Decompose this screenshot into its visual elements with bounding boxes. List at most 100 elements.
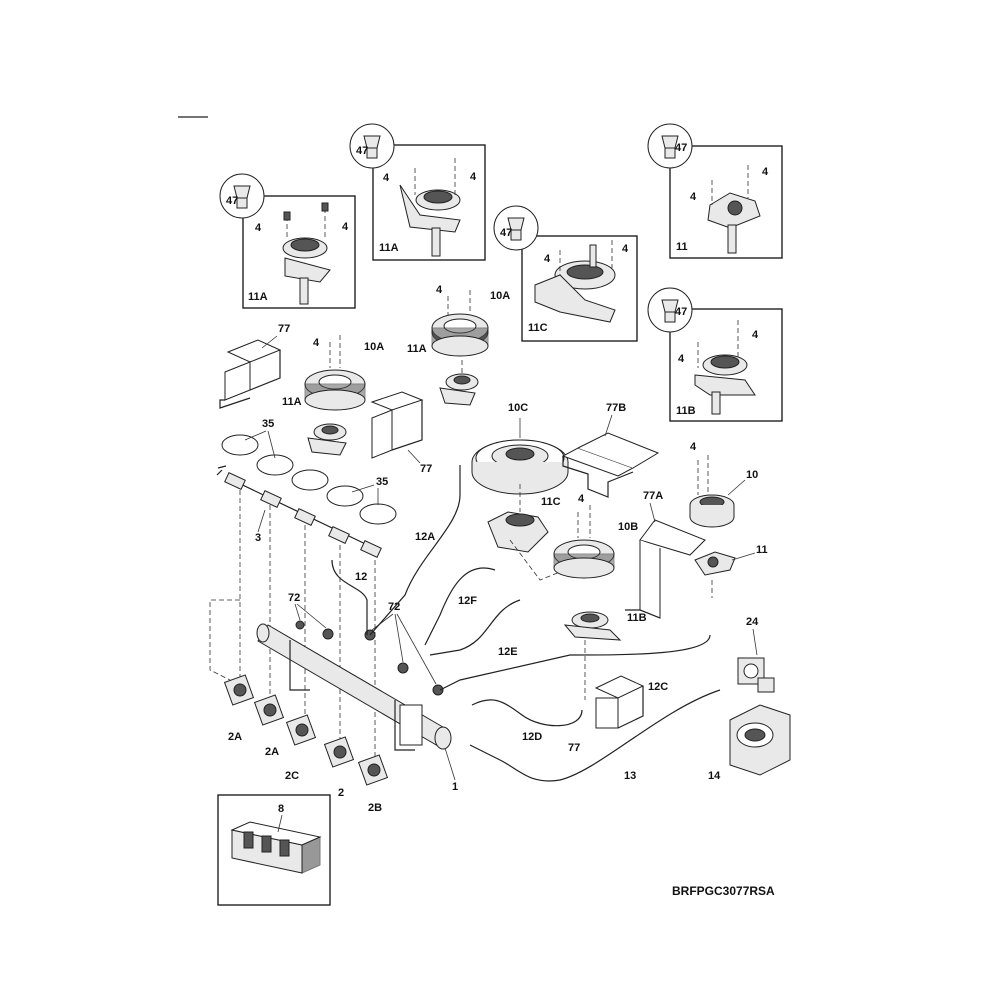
label-12d: 12D: [522, 731, 542, 743]
valve-guide-lines: [209, 490, 376, 760]
label-14: 14: [708, 770, 721, 782]
label-35: 35: [262, 418, 274, 430]
label-11a: 11A: [282, 396, 302, 408]
burner-10c: 10C: [471, 402, 569, 495]
inset-11a-left: 4 4 11A 47: [219, 173, 356, 309]
inset-11: 4 4 11 47: [647, 123, 783, 259]
valve-2b-icon: [357, 754, 389, 786]
burner-10a-lower: 4 10A: [304, 335, 384, 411]
label-47: 47: [500, 227, 512, 239]
label-77: 77: [420, 463, 432, 475]
label-4: 4: [690, 441, 697, 453]
bracket-77a: 77A: [625, 490, 706, 619]
burner-10a-upper: 4 10A: [431, 284, 510, 357]
bracket-77-middle: 77: [370, 391, 432, 475]
label-11c: 11C: [528, 322, 548, 334]
label-10a: 10A: [364, 341, 384, 353]
label-10b: 10B: [618, 521, 638, 533]
label-13: 13: [624, 770, 636, 782]
bracket-77b: 77B: [561, 402, 660, 498]
burner-base-11a-lower: 11A: [282, 396, 347, 456]
label-4: 4: [622, 243, 629, 255]
label-4: 4: [436, 284, 443, 296]
label-3: 3: [255, 532, 261, 544]
label-2: 2: [338, 787, 344, 799]
inset-11c: 4 4 11C 47: [493, 205, 638, 342]
valve-2-icon: [323, 736, 355, 768]
label-11: 11: [756, 544, 768, 556]
spark-module-8-icon: [230, 821, 322, 874]
burner-base-11b: 11B: [563, 611, 647, 700]
label-12f: 12F: [458, 595, 477, 607]
burner-base-11a-icon: [282, 237, 331, 305]
valve-2a-icon: [253, 694, 285, 726]
bracket-77-bottom: 77: [568, 675, 645, 754]
label-4: 4: [578, 493, 585, 505]
label-4: 4: [383, 172, 390, 184]
label-12e: 12E: [498, 646, 518, 658]
label-77b: 77B: [606, 402, 626, 414]
label-10: 10: [746, 469, 758, 481]
label-4: 4: [690, 191, 697, 203]
label-10a: 10A: [490, 290, 510, 302]
label-2a: 2A: [228, 731, 242, 743]
inset-11a-top: 4 4 11A 47: [349, 123, 486, 261]
label-47: 47: [356, 145, 368, 157]
label-8: 8: [278, 803, 284, 815]
label-47: 47: [226, 195, 238, 207]
label-4: 4: [342, 221, 349, 233]
bracket-77-left: 77: [219, 323, 290, 409]
burner-10: 4 10: [689, 441, 758, 528]
label-2b: 2B: [368, 802, 382, 814]
label-11a: 11A: [379, 242, 399, 254]
label-4: 4: [544, 253, 551, 265]
label-4: 4: [678, 353, 685, 365]
gas-manifold-1: 1: [256, 623, 458, 793]
burner-base-11a-icon: [399, 184, 461, 257]
label-24: 24: [746, 616, 759, 628]
valve-2c-icon: [285, 714, 317, 746]
label-77: 77: [568, 742, 580, 754]
label-77a: 77A: [643, 490, 663, 502]
label-4: 4: [255, 222, 262, 234]
label-72: 72: [288, 592, 300, 604]
label-47: 47: [675, 142, 687, 154]
label-11b: 11B: [676, 405, 696, 417]
label-4: 4: [470, 171, 477, 183]
label-47: 47: [675, 306, 687, 318]
inset-8: 8: [217, 794, 331, 906]
label-11: 11: [676, 241, 688, 253]
label-12: 12: [355, 571, 367, 583]
label-12a: 12A: [415, 531, 435, 543]
elbow-fitting-24: 24: [737, 616, 775, 693]
label-12c: 12C: [648, 681, 668, 693]
label-4: 4: [313, 337, 320, 349]
burner-10b: 4 10B: [553, 493, 638, 579]
label-11a: 11A: [248, 291, 268, 303]
label-11b: 11B: [627, 612, 647, 624]
burner-base-11c: 11C: [487, 484, 566, 581]
clips-72: 72 72: [288, 592, 444, 696]
label-4: 4: [762, 166, 769, 178]
label-11a: 11A: [407, 343, 427, 355]
inset-11b: 4 4 11B 47: [647, 287, 783, 422]
valve-2a-icon: [223, 674, 255, 706]
label-1: 1: [452, 781, 458, 793]
burner-base-11: 11: [694, 544, 768, 598]
label-2a: 2A: [265, 746, 279, 758]
gas-tubes: 12 12A 12F 12E 12C 12D 13: [331, 465, 721, 782]
pressure-regulator-14: 14: [708, 704, 791, 782]
label-4: 4: [752, 329, 759, 341]
label-10c: 10C: [508, 402, 528, 414]
valves: 2A 2A 2C 2 2B: [223, 674, 389, 814]
burner-base-11c-icon: [534, 244, 616, 323]
label-77: 77: [278, 323, 290, 335]
igniter-harness-3: 3: [216, 465, 382, 558]
knob-discs-35: 35 35: [221, 418, 397, 525]
burner-base-11a-upper: 11A: [407, 343, 479, 406]
burner-base-11-icon: [707, 192, 761, 254]
label-35: 35: [376, 476, 388, 488]
label-2c: 2C: [285, 770, 299, 782]
model-code: BRFPGC3077RSA: [672, 884, 775, 898]
